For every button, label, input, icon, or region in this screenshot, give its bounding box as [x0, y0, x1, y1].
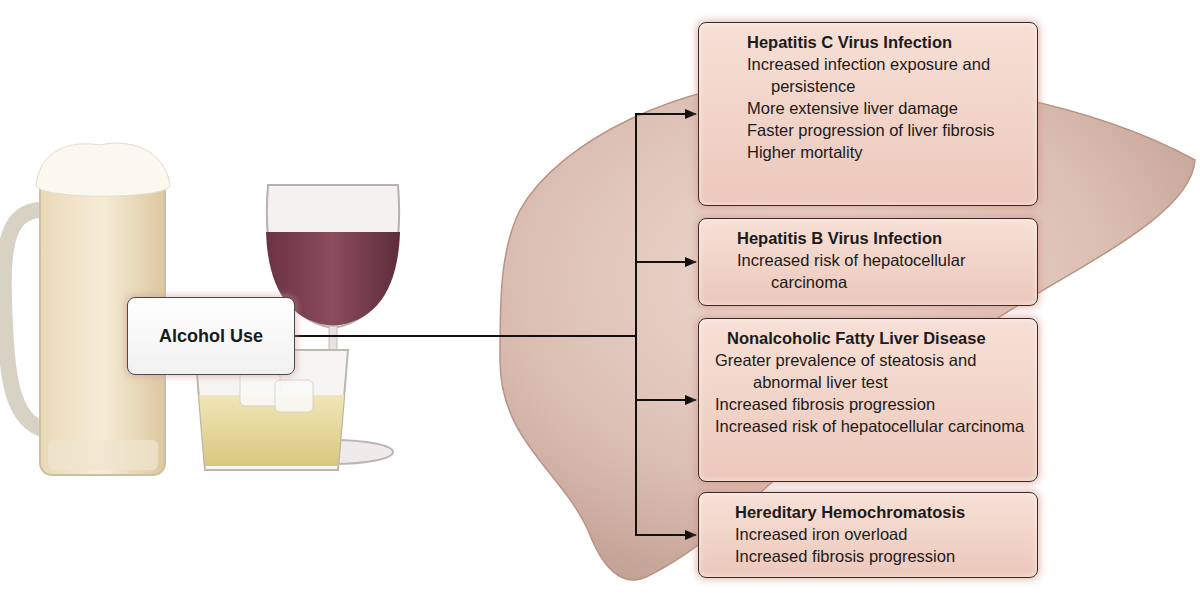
box-item: Faster progression of liver fibrosis: [699, 119, 1027, 141]
box-heading: Hepatitis C Virus Infection: [699, 31, 1027, 53]
box-item: Higher mortality: [699, 141, 1027, 163]
box-item: Greater prevalence of steatosis and abno…: [699, 349, 1027, 393]
box-item: Increased infection exposure and persist…: [699, 53, 1027, 97]
box-item: Increased fibrosis progression: [699, 545, 1027, 567]
box-heading: Hepatitis B Virus Infection: [699, 227, 1027, 249]
box-label: Alcohol Use: [159, 326, 263, 347]
box-heading: Nonalcoholic Fatty Liver Disease: [699, 327, 1027, 349]
condition-box: Hepatitis B Virus InfectionIncreased ris…: [698, 218, 1038, 306]
box-item: Increased fibrosis progression: [699, 393, 1027, 415]
box-heading: Hereditary Hemochromatosis: [699, 501, 1027, 523]
source-box: Alcohol Use: [127, 297, 295, 375]
connector-arrow: [295, 114, 696, 336]
box-item: Increased risk of hepatocellular carcino…: [699, 415, 1027, 437]
condition-box: Hepatitis C Virus InfectionIncreased inf…: [698, 22, 1038, 206]
box-item: Increased iron overload: [699, 523, 1027, 545]
condition-box: Nonalcoholic Fatty Liver DiseaseGreater …: [698, 318, 1038, 482]
condition-box: Hereditary HemochromatosisIncreased iron…: [698, 492, 1038, 578]
connector-arrow: [295, 262, 696, 336]
connector-arrow: [295, 336, 696, 535]
box-item: Increased risk of hepatocellular carcino…: [699, 249, 1027, 293]
box-item: More extensive liver damage: [699, 97, 1027, 119]
liver: [500, 78, 1195, 580]
